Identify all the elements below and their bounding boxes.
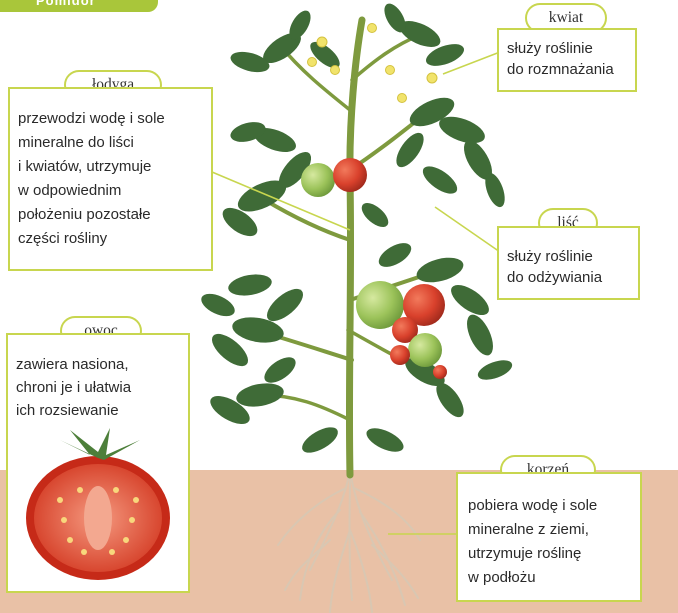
cut-tomato-illustration	[26, 428, 170, 580]
